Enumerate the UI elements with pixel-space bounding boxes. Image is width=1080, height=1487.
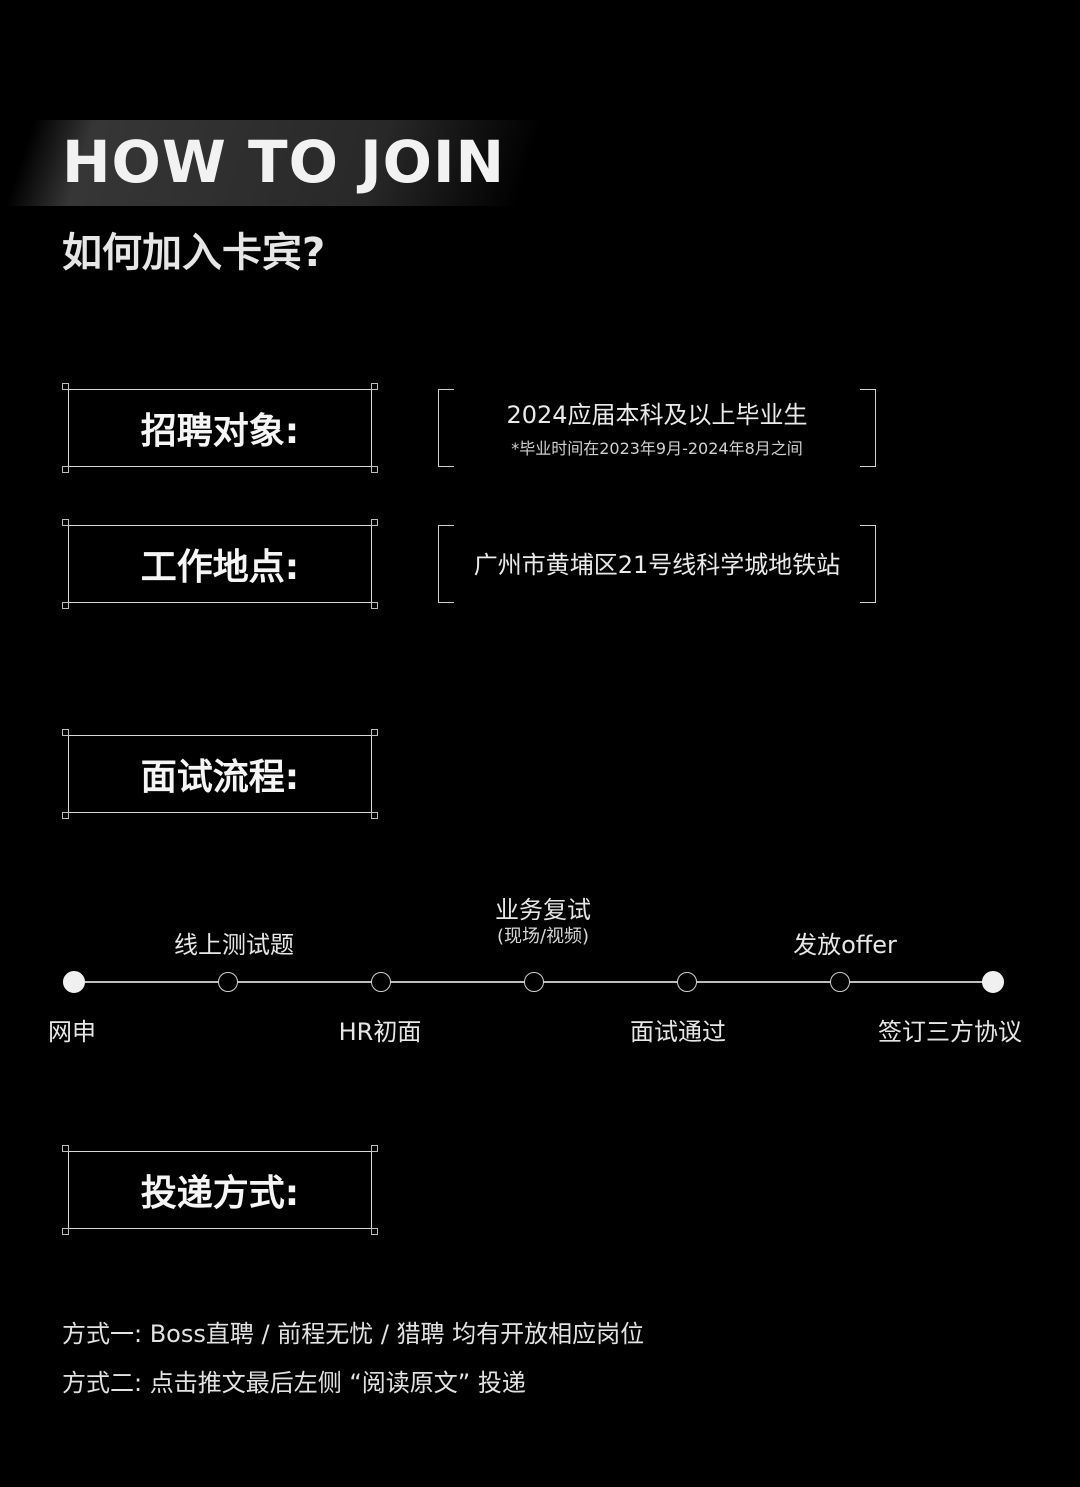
page-subtitle: 如何加入卡宾? [62, 230, 326, 276]
process-step-5: 面试通过 [630, 1018, 726, 1046]
process-step-4-sub: (现场/视频) [496, 926, 590, 947]
timeline-node-end [982, 971, 1004, 993]
section-label-recruit-target: 招聘对象: [62, 383, 378, 473]
apply-method-2: 方式二: 点击推文最后左侧 “阅读原文” 投递 [62, 1369, 526, 1397]
work-location-value: 广州市黄埔区21号线科学城地铁站 [473, 551, 841, 579]
section-label-work-location: 工作地点: [62, 519, 378, 609]
process-step-4: 业务复试 [495, 896, 591, 924]
timeline-node [524, 972, 544, 992]
interview-process-label: 面试流程: [140, 757, 300, 798]
work-location-info-box: 广州市黄埔区21号线科学城地铁站 [438, 525, 876, 603]
process-step-3: HR初面 [338, 1018, 422, 1046]
process-step-2: 线上测试题 [174, 931, 294, 959]
recruit-target-note: *毕业时间在2023年9月-2024年8月之间 [511, 439, 803, 458]
process-step-6: 发放offer [793, 931, 897, 959]
process-step-1: 网申 [48, 1018, 96, 1046]
timeline-node-start [63, 971, 85, 993]
process-step-7: 签订三方协议 [878, 1018, 1022, 1046]
timeline-node [677, 972, 697, 992]
section-label-interview-process: 面试流程: [62, 729, 378, 819]
recruit-target-value: 2024应届本科及以上毕业生 [506, 401, 808, 429]
apply-method-1: 方式一: Boss直聘 / 前程无忧 / 猎聘 均有开放相应岗位 [62, 1320, 645, 1348]
page-title: HOW TO JOIN [62, 128, 506, 196]
recruit-target-info-box: 2024应届本科及以上毕业生 *毕业时间在2023年9月-2024年8月之间 [438, 389, 876, 467]
work-location-label: 工作地点: [140, 547, 300, 588]
apply-method-label: 投递方式: [140, 1173, 300, 1214]
timeline-node [371, 972, 391, 992]
recruit-target-label: 招聘对象: [140, 411, 300, 452]
timeline-node [830, 972, 850, 992]
timeline-node [218, 972, 238, 992]
section-label-apply-method: 投递方式: [62, 1145, 378, 1235]
